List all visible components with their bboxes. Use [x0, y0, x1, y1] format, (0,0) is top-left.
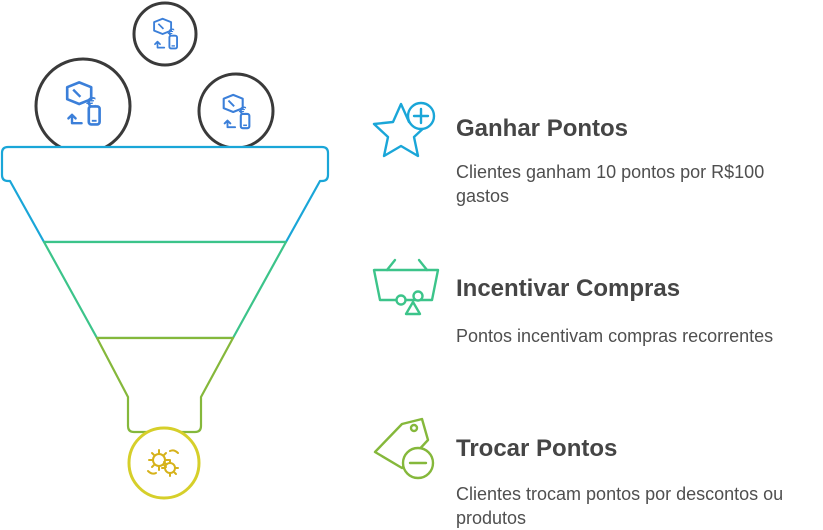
step-title-trocar-pontos: Trocar Pontos	[456, 435, 618, 462]
output-circle	[127, 426, 201, 500]
coin-circle-left	[34, 57, 132, 155]
basket-icon	[372, 258, 440, 316]
gears-icon	[147, 449, 179, 477]
star-plus-icon	[372, 101, 436, 158]
step-description-trocar-pontos: Clientes trocam pontos por descontos ou …	[456, 484, 784, 528]
funnel-section-3	[95, 336, 235, 434]
coin-circle-top	[132, 1, 198, 67]
step-description-ganhar-pontos: Clientes ganham 10 pontos por R$100 gast…	[456, 162, 765, 206]
step-title-ganhar-pontos: Ganhar Pontos	[456, 115, 629, 142]
tag-minus-icon	[373, 417, 435, 480]
funnel-section-2	[42, 240, 288, 340]
step-title-incentivar-compras: Incentivar Compras	[456, 275, 681, 302]
coin-circle-right	[197, 72, 275, 150]
step-description-incentivar-compras: Pontos incentivam compras recorrentes	[456, 326, 774, 346]
funnel-rim	[0, 145, 330, 244]
funnel	[0, 145, 330, 434]
